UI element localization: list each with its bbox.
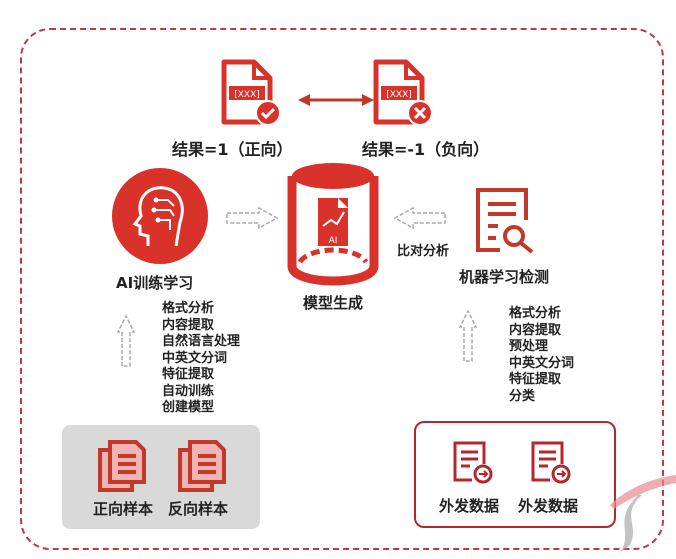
dashed-arrow-up-icon xyxy=(458,309,478,362)
step: 中英文分词 xyxy=(509,355,575,371)
step: 分类 xyxy=(509,388,536,404)
ai-head-icon xyxy=(112,168,208,264)
positive-sample-label: 正向样本 xyxy=(93,500,154,518)
outgoing-data-label: 外发数据 xyxy=(439,497,500,515)
model-database-icon: AI xyxy=(287,163,379,286)
negative-result-label: 结果=-1（负向） xyxy=(362,140,490,159)
documents-icon xyxy=(178,440,226,492)
model-title: 模型生成 xyxy=(303,294,364,312)
file-tag: [XXX] xyxy=(386,90,412,100)
dashed-arrow-left-icon xyxy=(393,206,446,230)
step: 格式分析 xyxy=(509,306,562,321)
step: 预处理 xyxy=(509,339,549,354)
positive-result-label: 结果=1（正向） xyxy=(172,140,293,159)
file-tag: [XXX] xyxy=(234,90,260,100)
step: 自然语言处理 xyxy=(162,334,241,349)
document-export-icon xyxy=(453,441,493,484)
step: 内容提取 xyxy=(509,322,562,338)
negative-sample-label: 反向样本 xyxy=(168,500,229,518)
detection-title: 机器学习检测 xyxy=(459,268,550,286)
step: 特征提取 xyxy=(162,367,215,382)
dashed-arrow-up-icon xyxy=(116,314,136,367)
watermark-logo-icon xyxy=(610,475,676,553)
outer-dashed-frame xyxy=(20,28,664,550)
step: 自动训练 xyxy=(162,383,215,399)
step: 特征提取 xyxy=(509,372,562,387)
step: 创建模型 xyxy=(162,400,215,415)
documents-icon xyxy=(98,440,146,492)
dashed-arrow-right-icon xyxy=(226,206,279,230)
file-check-icon: [XXX] xyxy=(221,59,281,126)
step: 格式分析 xyxy=(162,301,215,316)
samples-box xyxy=(62,425,260,529)
double-arrow-icon xyxy=(298,94,374,106)
document-export-icon xyxy=(531,441,571,484)
document-search-icon xyxy=(476,188,534,254)
training-steps: 格式分析 内容提取 自然语言处理 中英文分词 特征提取 自动训练 创建模型 xyxy=(162,301,240,417)
outgoing-data-label: 外发数据 xyxy=(518,497,579,515)
model-tag: AI xyxy=(329,236,338,246)
compare-label: 比对分析 xyxy=(397,244,450,259)
detection-steps: 格式分析 内容提取 预处理 中英文分词 特征提取 分类 xyxy=(509,306,574,405)
training-title: AI训练学习 xyxy=(116,274,194,292)
file-cross-icon: [XXX] xyxy=(373,59,433,126)
outgoing-data-box xyxy=(414,421,616,528)
step: 中英文分词 xyxy=(162,350,228,366)
step: 内容提取 xyxy=(162,317,215,333)
